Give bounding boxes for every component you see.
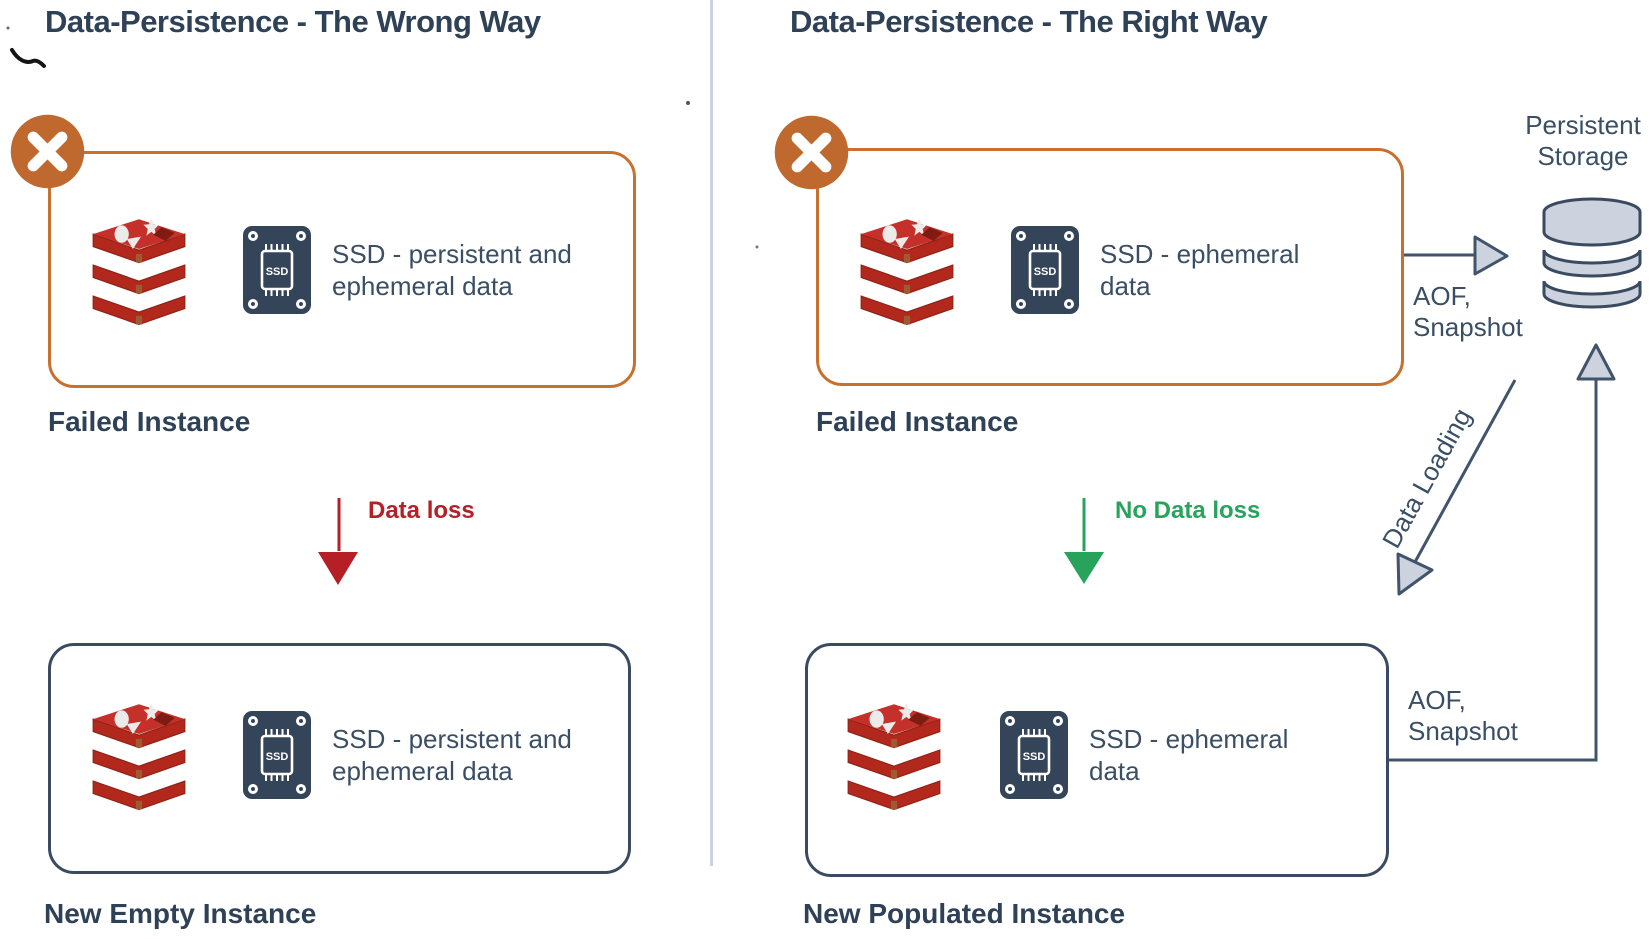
right-panel-title: Data-Persistence - The Right Way [790,4,1268,39]
box-text-line: SSD - persistent and [332,724,572,754]
aof-snapshot-arrow-top [1398,235,1509,276]
left-panel-title: Data-Persistence - The Wrong Way [45,4,541,39]
aof-snapshot-label-bottom: AOF, Snapshot [1408,685,1518,747]
left-failed-box-text: SSD - persistent and ephemeral data [332,238,572,302]
redis-logo-icon [88,703,190,812]
left-new-instance-box [48,643,631,874]
left-failed-instance-box [48,151,636,388]
box-text-line: SSD - persistent and [332,239,572,269]
right-new-instance-label: New Populated Instance [803,898,1126,929]
left-failed-instance-label: Failed Instance [48,406,251,437]
ssd-chip-icon: SSD [242,225,312,315]
right-failed-box-text: SSD - ephemeral data [1100,238,1299,302]
right-new-instance-box [805,643,1389,877]
no-data-loss-arrow [1064,498,1104,584]
fail-x-icon [10,114,85,189]
fail-x-icon [774,115,849,190]
data-loading-label: Data Loading [1376,403,1478,554]
ssd-chip-label: SSD [266,266,289,278]
left-new-instance-label: New Empty Instance [44,898,317,929]
redis-logo-icon [843,703,945,812]
box-text-line: SSD - ephemeral [1100,239,1300,269]
box-text-line: ephemeral data [332,271,513,301]
data-loss-arrow [318,498,358,585]
storage-label-line: Persistent [1525,110,1641,140]
persistent-storage-label: Persistent Storage [1513,110,1650,172]
storage-label-line: Storage [1537,141,1629,171]
box-text-line: SSD - ephemeral [1089,724,1289,754]
redis-logo-icon [856,218,958,327]
aof-snapshot-label-top: AOF, Snapshot [1413,281,1523,343]
ssd-chip-label: SSD [266,751,289,763]
right-new-box-text: SSD - ephemeral data [1089,723,1288,787]
ssd-chip-label: SSD [1034,266,1057,278]
ssd-chip-icon: SSD [242,710,312,800]
box-text-line: ephemeral data [332,756,513,786]
data-loss-label: Data loss [368,497,475,524]
box-text-line: data [1089,756,1140,786]
ssd-chip-icon: SSD [999,710,1069,800]
no-data-loss-label: No Data loss [1115,497,1261,524]
ssd-chip-label: SSD [1023,751,1046,763]
panel-divider [710,0,713,866]
aof-label-line: AOF, [1408,685,1466,715]
right-failed-instance-box [816,148,1404,386]
aof-label-line: Snapshot [1408,716,1518,746]
right-failed-instance-label: Failed Instance [816,406,1019,437]
aof-label-line: AOF, [1413,281,1471,311]
database-cylinder-icon [1542,197,1642,309]
left-new-box-text: SSD - persistent and ephemeral data [332,723,572,787]
aof-label-line: Snapshot [1413,312,1523,342]
box-text-line: data [1100,271,1151,301]
redis-logo-icon [88,218,190,327]
ssd-chip-icon: SSD [1010,225,1080,315]
